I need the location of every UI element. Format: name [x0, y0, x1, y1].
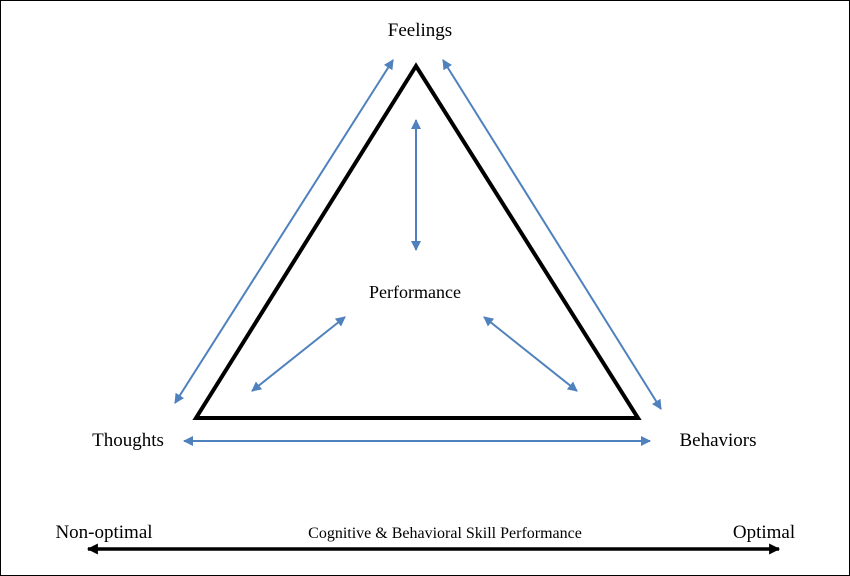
scale-label-center: Cognitive & Behavioral Skill Performance: [308, 525, 582, 542]
arrow-behaviors-performance: [483, 316, 578, 392]
scale-label-non-optimal: Non-optimal: [55, 522, 152, 543]
arrow-thoughts-performance: [251, 316, 346, 392]
label-behaviors: Behaviors: [679, 430, 756, 451]
arrow-feelings-thoughts: [174, 59, 394, 404]
label-feelings: Feelings: [388, 20, 452, 41]
label-thoughts: Thoughts: [92, 430, 164, 451]
arrow-feelings-behaviors: [442, 59, 662, 410]
scale-label-optimal: Optimal: [733, 522, 795, 543]
label-performance: Performance: [369, 282, 461, 302]
